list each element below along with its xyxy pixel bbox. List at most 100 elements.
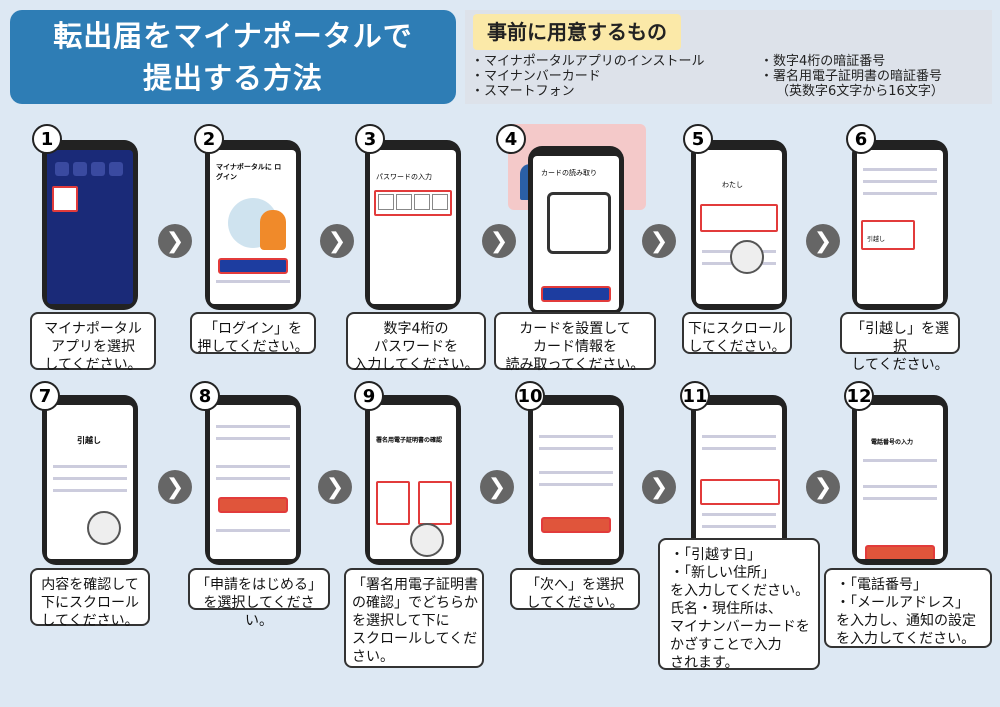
title-line-1: 転出届をマイナポータルで (53, 18, 413, 53)
caption-line: 「引越し」を選択 (851, 321, 949, 355)
caption-line: カード情報を (533, 339, 617, 355)
step-caption-2: 「ログイン」を 押してください。 (190, 312, 316, 355)
step-caption-4: カードを設置して カード情報を 読み取ってください。 (494, 312, 656, 373)
step-number-2: 2 (194, 124, 224, 154)
phone-screenshot-5: わたし (691, 140, 787, 310)
prep-item: ・マイナンバーカード (471, 69, 601, 84)
caption-line: の確認」でどちらか (352, 595, 478, 611)
prep-item: ・署名用電子証明書の暗証番号 (760, 69, 943, 84)
caption-line: してください。 (688, 339, 786, 355)
login-button[interactable] (218, 258, 288, 274)
prep-item: ・スマートフォン (471, 84, 575, 99)
caption-line: 下にスクロール (688, 321, 786, 337)
screen-heading: マイナポータルに ログイン (216, 163, 282, 181)
caption-line: 「ログイン」を (204, 321, 302, 337)
caption-line: ・「メールアドレス」 (836, 595, 969, 611)
caption-line: 数字4桁の (383, 321, 449, 337)
step-number-8: 8 (190, 381, 220, 411)
next-button[interactable] (541, 517, 611, 533)
screen-heading: カードの読み取り (541, 169, 597, 177)
step-number-11: 11 (680, 381, 710, 411)
home-screen (47, 150, 133, 304)
phone-screenshot-6: 引越し (852, 140, 948, 310)
next-arrow-icon: ❯ (642, 224, 676, 258)
caption-line: さい。 (352, 649, 394, 665)
caption-line: ・「新しい住所」 (670, 565, 775, 581)
step-caption-12: ・「電話番号」 ・「メールアドレス」 を入力し、通知の設定 を入力してください。 (824, 568, 992, 648)
phone-screenshot-4: カードの読み取り (528, 146, 624, 316)
caption-line: を入力してください。 (670, 583, 810, 599)
caption-line: してください。 (44, 357, 142, 373)
next-button[interactable] (865, 545, 935, 559)
step-caption-11: ・「引越す日」 ・「新しい住所」 を入力してください。 氏名・現住所は、 マイナ… (658, 538, 820, 671)
phone-screenshot-12: 電話番号の入力 (852, 395, 948, 565)
caption-line: ・「引越す日」 (670, 547, 761, 563)
phone-screenshot-3: パスワードの入力 (365, 140, 461, 310)
caption-line: カードを設置して (519, 321, 631, 337)
caption-line: を入力し、通知の設定 (836, 613, 976, 629)
step-caption-9: 「署名用電子証明書 の確認」でどちらか を選択して下に スクロールしてくだ さい… (344, 568, 484, 668)
caption-line: 「署名用電子証明書 (352, 577, 478, 593)
caption-line: 「申請をはじめる」 (196, 577, 322, 593)
caption-line: マイナンバーカードを (670, 619, 810, 635)
step-number-1: 1 (32, 124, 62, 154)
step-number-5: 5 (683, 124, 713, 154)
caption-line: アプリを選択 (51, 339, 135, 355)
caption-line: かざすことで入力 (670, 637, 782, 653)
next-arrow-icon: ❯ (642, 470, 676, 504)
phone-screenshot-11 (691, 395, 787, 565)
scroll-hand-icon (87, 511, 121, 545)
step-number-7: 7 (30, 381, 60, 411)
pin-input[interactable] (374, 190, 452, 216)
start-application-button[interactable] (218, 497, 288, 513)
caption-line: してください。 (851, 357, 949, 373)
scroll-hand-icon (730, 240, 764, 274)
step-number-12: 12 (844, 381, 874, 411)
move-date-input[interactable] (700, 479, 780, 505)
phone-screenshot-10 (528, 395, 624, 565)
caption-line: 氏名・現住所は、 (670, 601, 782, 617)
certificate-option-1[interactable] (376, 481, 410, 525)
caption-line: 内容を確認して (41, 577, 139, 593)
read-start-button[interactable] (541, 286, 611, 302)
step-number-9: 9 (354, 381, 384, 411)
caption-line: してください。 (526, 595, 624, 611)
caption-line: パスワードを (374, 339, 458, 355)
caption-line: を選択してください。 (203, 595, 315, 629)
user-name: わたし (722, 181, 743, 189)
step-caption-7: 内容を確認して 下にスクロール してください。 (30, 568, 150, 629)
mynaportal-app-icon[interactable] (52, 186, 78, 212)
caption-line: 読み取ってください。 (505, 357, 645, 373)
next-arrow-icon: ❯ (320, 224, 354, 258)
caption-line: 「次へ」を選択 (526, 577, 624, 593)
screen-heading: 引越し (77, 436, 101, 445)
step-number-4: 4 (496, 124, 526, 154)
step-caption-6: 「引越し」を選択 してください。 (840, 312, 960, 373)
title-line-2: 提出する方法 (142, 61, 323, 95)
caption-line: 押してください。 (197, 339, 309, 355)
step-caption-10: 「次へ」を選択 してください。 (510, 568, 640, 611)
preparation-heading: 事前に用意するもの (473, 14, 681, 50)
caption-line: 下にスクロール (41, 595, 139, 611)
phone-screenshot-9: 署名用電子証明書の確認 (365, 395, 461, 565)
phone-screenshot-1 (42, 140, 138, 310)
moving-option[interactable]: 引越し (867, 236, 886, 243)
phone-screenshot-8 (205, 395, 301, 565)
caption-line: ・「電話番号」 (836, 577, 927, 593)
preparation-list-left: ・マイナポータルアプリのインストール ・マイナンバーカード ・スマートフォン (471, 54, 704, 99)
prep-item: ・マイナポータルアプリのインストール (471, 54, 705, 69)
step-caption-8: 「申請をはじめる」 を選択してください。 (188, 568, 330, 629)
page-title: 転出届をマイナポータルで 提出する方法 (10, 10, 456, 104)
step-number-3: 3 (355, 124, 385, 154)
certificate-option-2[interactable] (418, 481, 452, 525)
caption-line: してください。 (41, 613, 139, 629)
next-arrow-icon: ❯ (318, 470, 352, 504)
phone-screenshot-2: マイナポータルに ログイン (205, 140, 301, 310)
caption-line: されます。 (670, 655, 739, 671)
preparation-list-right: ・数字4桁の暗証番号 ・署名用電子証明書の暗証番号 （英数字6文字から16文字） (760, 54, 944, 99)
caption-line: を入力してください。 (836, 631, 976, 647)
caption-line: スクロールしてくだ (352, 631, 478, 647)
step-number-6: 6 (846, 124, 876, 154)
next-arrow-icon: ❯ (158, 470, 192, 504)
screen-heading: 電話番号の入力 (871, 439, 914, 446)
